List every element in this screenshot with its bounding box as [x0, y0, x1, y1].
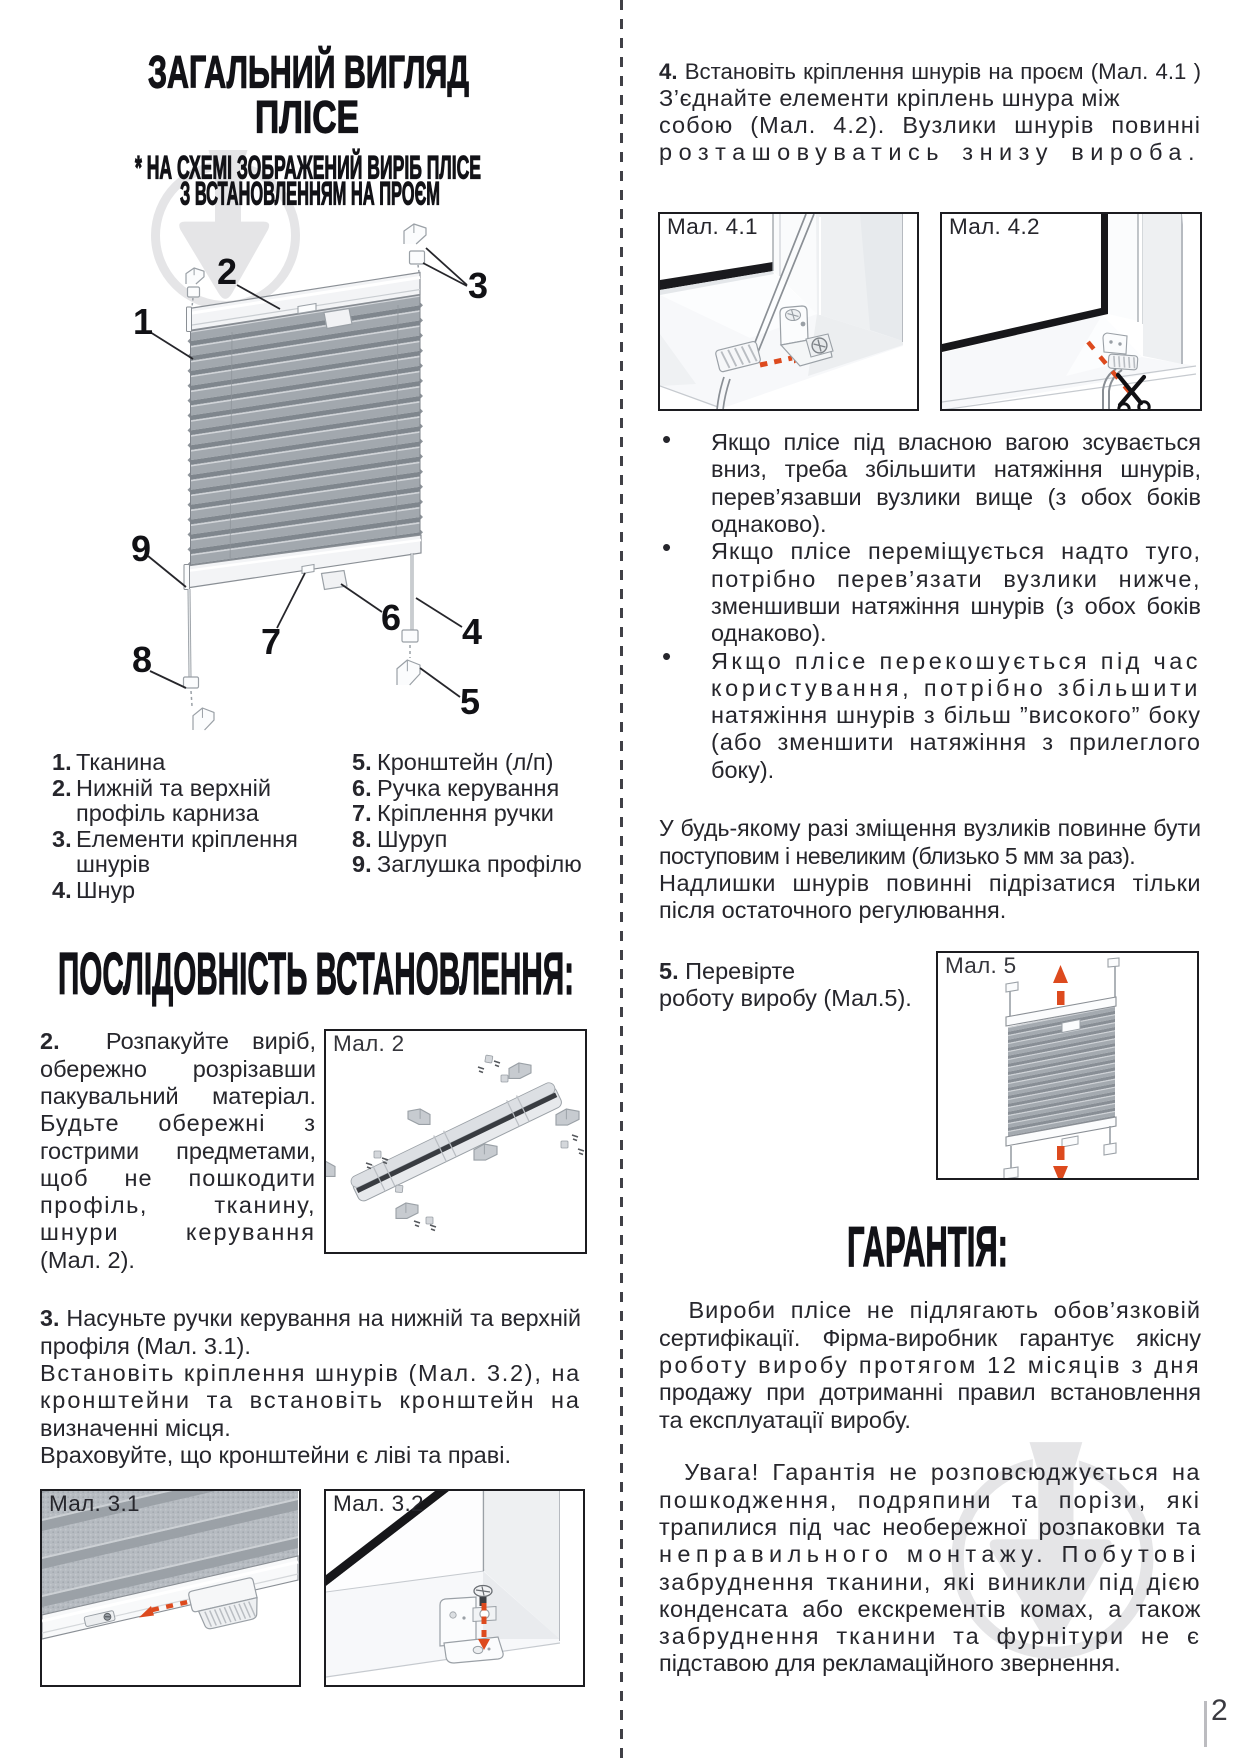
svg-text:3: 3: [468, 265, 488, 306]
svg-text:ПОСЛІДОВНІСТЬ ВСТАНОВЛЕННЯ:: ПОСЛІДОВНІСТЬ ВСТАНОВЛЕННЯ:: [58, 942, 574, 1007]
svg-text:ГАРАНТІЯ:: ГАРАНТІЯ:: [847, 1215, 1008, 1279]
svg-text:ЗАГАЛЬНИЙ ВИГЛЯД: ЗАГАЛЬНИЙ ВИГЛЯД: [148, 45, 469, 97]
svg-text:* НА СХЕМІ ЗОБРАЖЕНИЙ ВИРІБ ПЛ: * НА СХЕМІ ЗОБРАЖЕНИЙ ВИРІБ ПЛІСЕ: [135, 147, 481, 185]
svg-text:8: 8: [132, 639, 152, 680]
svg-text:З ВСТАНОВЛЕННЯМ НА ПРОЄМ: З ВСТАНОВЛЕННЯМ НА ПРОЄМ: [180, 175, 440, 211]
svg-text:7: 7: [261, 621, 281, 662]
svg-text:ПЛІСЕ: ПЛІСЕ: [255, 91, 359, 142]
svg-text:1: 1: [133, 301, 153, 342]
svg-text:2: 2: [217, 251, 237, 292]
svg-text:6: 6: [381, 597, 401, 638]
svg-text:5: 5: [460, 681, 480, 722]
svg-text:4: 4: [462, 611, 482, 652]
svg-text:9: 9: [131, 528, 151, 569]
